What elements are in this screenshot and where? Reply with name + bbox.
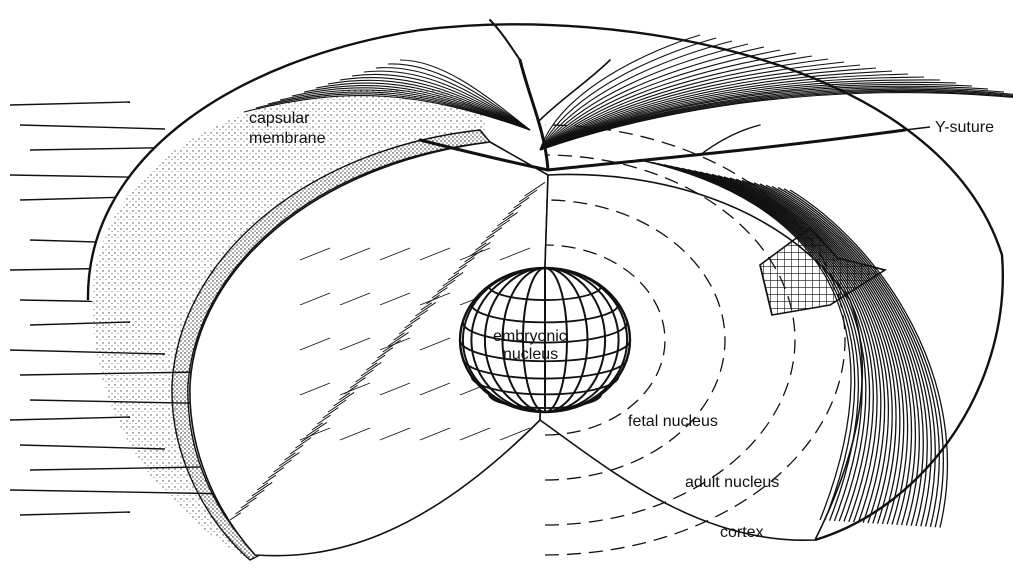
label-membrane: membrane	[249, 130, 326, 147]
label-cortex: cortex	[720, 524, 764, 541]
label-nucleus: nucleus	[503, 346, 558, 363]
label-embryonic: embryonic	[493, 328, 567, 345]
label-adult-nucleus: adult nucleus	[685, 474, 779, 491]
label-capsular: capsular	[249, 110, 310, 127]
label-y-suture: Y-suture	[935, 119, 994, 136]
label-leaders	[905, 127, 930, 130]
label-fetal-nucleus: fetal nucleus	[628, 413, 718, 430]
